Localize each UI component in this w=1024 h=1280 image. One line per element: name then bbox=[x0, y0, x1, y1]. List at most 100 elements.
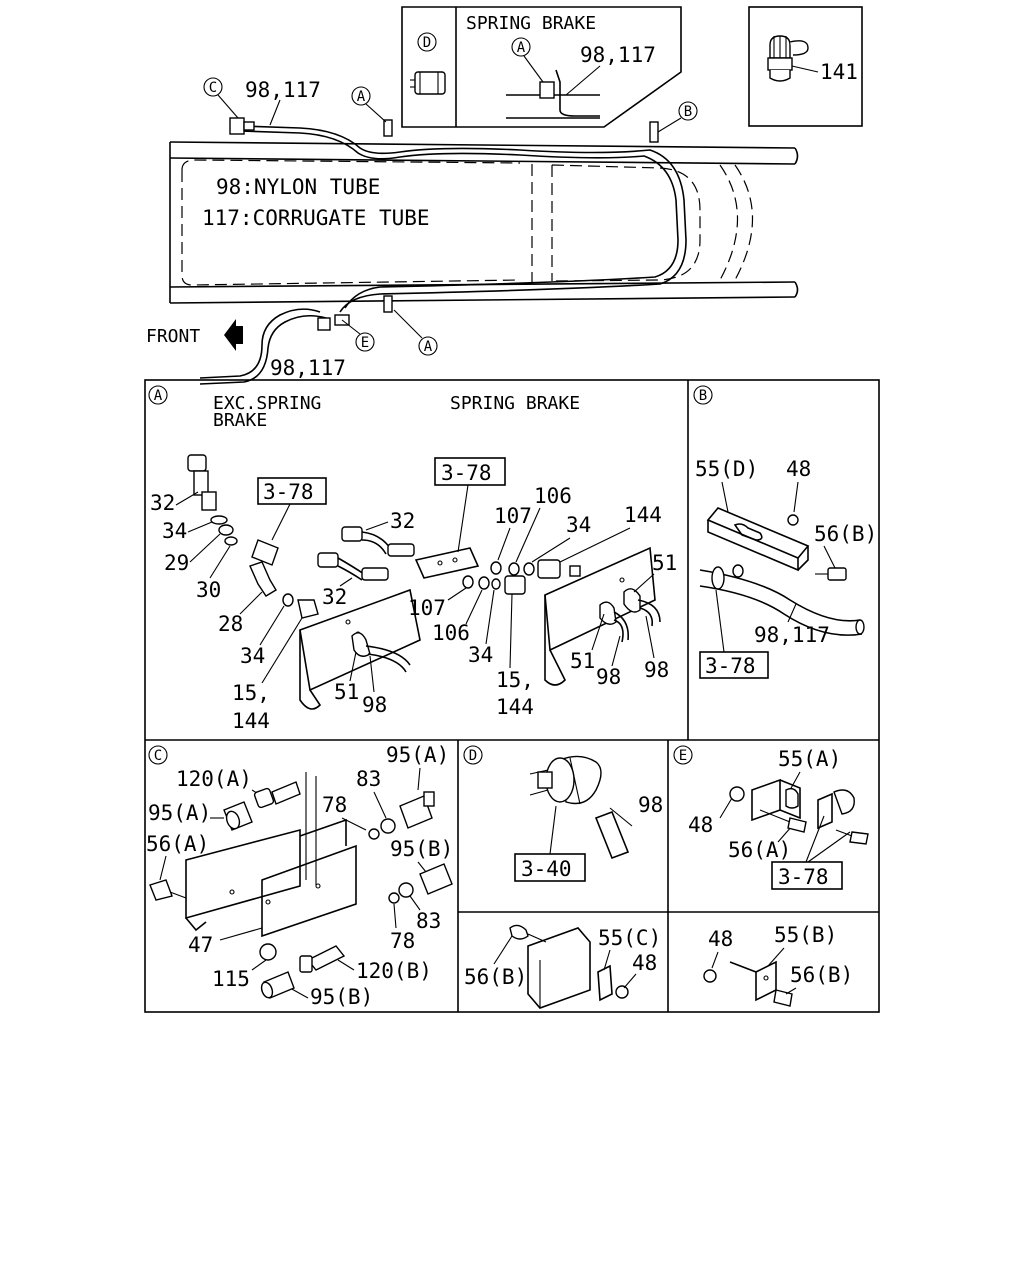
panel-d: D 98 3-40 56(B) 55(C) 48 bbox=[463, 745, 663, 1009]
label-48-b: 48 bbox=[786, 457, 811, 481]
callout-d-circle bbox=[417, 32, 437, 52]
label-106-a: 106 bbox=[534, 484, 572, 508]
connector-a-bottom bbox=[383, 295, 393, 313]
label-51-c: 51 bbox=[570, 649, 595, 673]
detail-grid bbox=[144, 379, 880, 1013]
label-28: 28 bbox=[218, 612, 243, 636]
label-48-e-lower: 48 bbox=[708, 927, 733, 951]
label-32-a: 32 bbox=[150, 491, 175, 515]
callout-a-bottom: A bbox=[424, 339, 433, 355]
panel-a-heading-left-1: EXC.SPRING bbox=[213, 393, 321, 414]
hose-assembly-lower bbox=[317, 552, 389, 581]
brake-valve-icon bbox=[529, 755, 602, 805]
label-34-d: 34 bbox=[468, 643, 493, 667]
inset-part-141: 141 bbox=[748, 6, 863, 127]
callout-a-top: A bbox=[357, 89, 366, 105]
label-55c: 55(C) bbox=[598, 926, 661, 950]
panel-e-tag: E bbox=[679, 748, 687, 764]
panel-a-heading-right: SPRING BRAKE bbox=[450, 393, 580, 414]
label-47: 47 bbox=[188, 933, 213, 957]
panel-d-tag: D bbox=[469, 748, 477, 764]
label-141: 141 bbox=[820, 60, 858, 84]
panel-a-ref-left: 3-78 bbox=[263, 480, 314, 504]
panel-a-tag: A bbox=[154, 388, 163, 404]
label-upper-parts: 98,117 bbox=[245, 78, 321, 102]
legend-line-1: 98:NYLON TUBE bbox=[216, 175, 380, 199]
connector-c bbox=[229, 117, 245, 135]
label-56b-d: 56(B) bbox=[464, 965, 527, 989]
connector-a-top bbox=[383, 119, 393, 137]
label-98-d: 98 bbox=[638, 793, 663, 817]
chassis-frame bbox=[169, 141, 799, 304]
label-120b: 120(B) bbox=[356, 959, 432, 983]
connector-b bbox=[649, 121, 659, 143]
label-56a-c: 56(A) bbox=[146, 832, 209, 856]
panel-b: B 55(D) 48 56(B) 98,117 3-78 bbox=[693, 385, 877, 679]
label-78-a: 78 bbox=[322, 793, 347, 817]
label-144-c: 144 bbox=[496, 695, 534, 719]
label-55d: 55(D) bbox=[695, 457, 758, 481]
label-95a-top: 95(A) bbox=[386, 743, 449, 767]
label-15-b: 15, bbox=[496, 668, 534, 692]
label-95b-right: 95(B) bbox=[390, 837, 453, 861]
label-98-117-b: 98,117 bbox=[754, 623, 830, 647]
callout-b: B bbox=[684, 104, 692, 120]
label-34-c: 34 bbox=[566, 513, 591, 537]
label-107-a: 107 bbox=[494, 504, 532, 528]
valve-cap-icon bbox=[767, 35, 809, 82]
panel-c-tag: C bbox=[154, 748, 162, 764]
label-55a: 55(A) bbox=[778, 747, 841, 771]
label-30: 30 bbox=[196, 578, 221, 602]
label-95b-bottom: 95(B) bbox=[310, 985, 373, 1009]
label-34-b: 34 bbox=[240, 644, 265, 668]
label-120a: 120(A) bbox=[176, 767, 252, 791]
label-56b-e: 56(B) bbox=[790, 963, 853, 987]
label-29: 29 bbox=[164, 551, 189, 575]
label-51-a: 51 bbox=[334, 680, 359, 704]
label-lower-parts: 98,117 bbox=[270, 356, 346, 380]
label-48-d: 48 bbox=[632, 951, 657, 975]
hose-assembly-upper bbox=[341, 526, 415, 557]
label-15-a: 15, bbox=[232, 681, 270, 705]
panel-e-ref: 3-78 bbox=[778, 865, 829, 889]
callout-a-inset-circle bbox=[511, 37, 531, 57]
label-144-b: 144 bbox=[624, 503, 662, 527]
label-34-a: 34 bbox=[162, 519, 187, 543]
panel-a-ref-right: 3-78 bbox=[441, 461, 492, 485]
label-55b: 55(B) bbox=[774, 923, 837, 947]
legend-line-2: 117:CORRUGATE TUBE bbox=[202, 206, 430, 230]
label-56a-e: 56(A) bbox=[728, 838, 791, 862]
label-83-a: 83 bbox=[356, 767, 381, 791]
label-32-b: 32 bbox=[390, 509, 415, 533]
label-48-e: 48 bbox=[688, 813, 713, 837]
label-83-b: 83 bbox=[416, 909, 441, 933]
label-144-a: 144 bbox=[232, 709, 270, 733]
label-78-b: 78 bbox=[390, 929, 415, 953]
air-tube-routing bbox=[199, 117, 687, 385]
panel-c: C 120(A) 95(A) 95(A) 83 78 56(A) 95(B) 8… bbox=[146, 743, 453, 1009]
label-115: 115 bbox=[212, 967, 250, 991]
callout-c: C bbox=[209, 80, 217, 96]
label-106-b: 106 bbox=[432, 621, 470, 645]
inset-parts: 98,117 bbox=[580, 43, 656, 67]
panel-e: E 55(A) 48 56(A) 3-78 48 55(B) 56(B) bbox=[673, 745, 869, 1007]
inset-title: SPRING BRAKE bbox=[466, 13, 596, 34]
front-label: FRONT bbox=[146, 326, 200, 347]
label-51-b: 51 bbox=[652, 551, 677, 575]
panel-b-tag: B bbox=[699, 388, 707, 404]
connector-e bbox=[317, 317, 331, 331]
inset-spring-brake: SPRING BRAKE D A 98,117 bbox=[401, 6, 682, 128]
label-98-c: 98 bbox=[644, 658, 669, 682]
panel-a-heading-left-2: BRAKE bbox=[213, 410, 267, 431]
label-98-a: 98 bbox=[362, 693, 387, 717]
label-32-c: 32 bbox=[322, 585, 347, 609]
panel-d-ref: 3-40 bbox=[521, 857, 572, 881]
label-107-b: 107 bbox=[408, 596, 446, 620]
callout-a-inset: A bbox=[517, 40, 526, 56]
left-fitting-stack bbox=[187, 454, 319, 619]
callout-e: E bbox=[361, 335, 369, 351]
brake-chamber-icon bbox=[410, 71, 446, 95]
label-98-b: 98 bbox=[596, 665, 621, 689]
front-arrow-icon bbox=[224, 319, 243, 351]
